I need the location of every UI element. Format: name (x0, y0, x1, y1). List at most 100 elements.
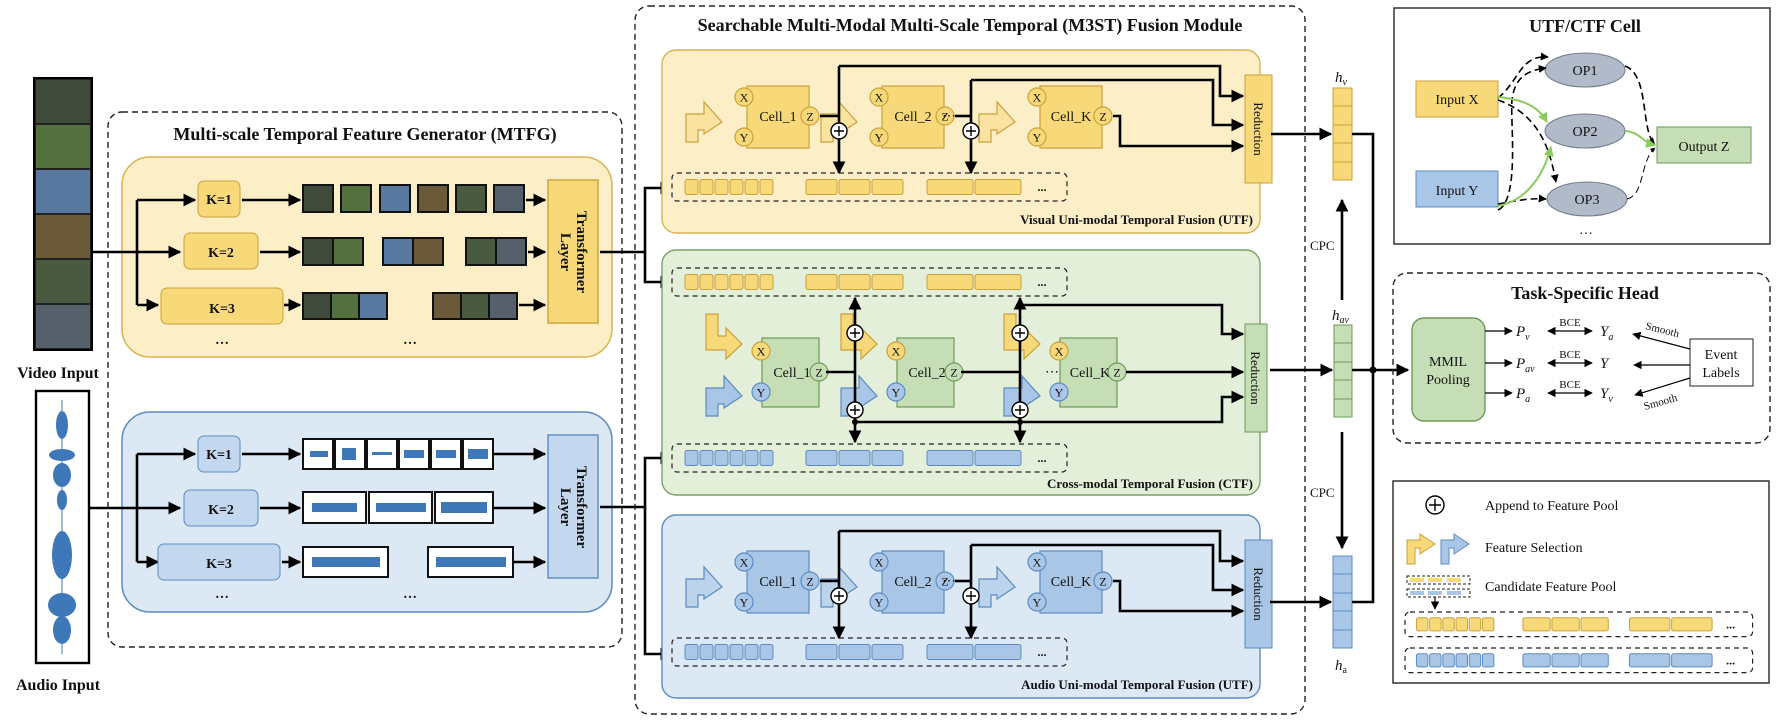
pool-feature (926, 450, 974, 466)
pool-feature (974, 274, 1022, 290)
svg-text:…: … (403, 333, 417, 348)
reduction-box (1244, 74, 1273, 184)
svg-text:Z: Z (950, 366, 957, 380)
cell-label: Cell_1 (773, 366, 810, 381)
svg-text:hv: hv (1335, 70, 1348, 88)
append-icon (962, 122, 980, 140)
svg-text:K=1: K=1 (206, 193, 232, 208)
port-z (1093, 571, 1113, 591)
pool-feature (838, 450, 871, 466)
pool-feature (926, 644, 974, 660)
svg-text:Y: Y (1055, 386, 1064, 400)
output-z-box (1656, 126, 1752, 164)
pool-feature (838, 644, 871, 660)
pool-feature (699, 179, 714, 195)
candidate-feature-pool: ... (671, 637, 1068, 667)
svg-text:Y: Y (892, 386, 901, 400)
port-y (734, 127, 754, 147)
svg-text:X: X (740, 91, 749, 105)
svg-text:Event: Event (1705, 348, 1738, 363)
svg-text:Y: Y (740, 131, 749, 145)
port-y (751, 382, 771, 402)
append-icon (1425, 495, 1445, 515)
legend-panel: Append to Feature Pool Feature Selection… (1392, 480, 1770, 684)
candidate-pool-icon (1406, 575, 1471, 610)
port-y (1027, 592, 1047, 612)
pool-feature (871, 450, 904, 466)
smooth-label-bottom: Smooth (1643, 392, 1680, 413)
feature-selection-icon (705, 374, 743, 417)
pool-ellipsis: ... (1038, 275, 1047, 289)
pool-feature (1580, 617, 1609, 632)
port-y (734, 592, 754, 612)
append-icon (846, 324, 864, 342)
pool-feature (1468, 653, 1482, 668)
pool-feature (699, 274, 714, 290)
video-frame (36, 215, 90, 258)
svg-text:Reduction: Reduction (1251, 567, 1266, 621)
pool-feature (1671, 617, 1713, 632)
pool-feature (838, 179, 871, 195)
svg-text:K=3: K=3 (209, 302, 235, 317)
svg-text:OP3: OP3 (1575, 193, 1600, 208)
feature-selection-icon (685, 100, 723, 143)
port-z (800, 571, 820, 591)
svg-text:Y: Y (875, 596, 884, 610)
svg-text:Reduction: Reduction (1251, 102, 1266, 156)
pool-feature (699, 644, 714, 660)
svg-text:X: X (757, 345, 766, 359)
port-z (1093, 106, 1113, 126)
svg-text:K=1: K=1 (206, 448, 232, 463)
candidate-feature-pool: ... (671, 172, 1068, 202)
task-head-panel: Task-Specific Head MMIL Pooling PvBCEYaP… (1392, 272, 1771, 444)
svg-text:OP1: OP1 (1573, 64, 1598, 79)
cpc-label-top: CPC (1310, 238, 1335, 253)
svg-text:K=2: K=2 (208, 503, 234, 518)
svg-text:…: … (403, 587, 417, 602)
pool-feature (974, 450, 1022, 466)
pool-feature (1468, 617, 1482, 632)
svg-text:MMIL: MMIL (1429, 355, 1467, 370)
port-y (886, 382, 906, 402)
fusion-cell (1039, 550, 1103, 614)
pool-feature (714, 450, 729, 466)
audio-input (34, 389, 91, 665)
pool-feature (714, 644, 729, 660)
panel-caption: Audio Uni-modal Temporal Fusion (UTF) (1021, 677, 1253, 692)
fusion-cell (746, 550, 810, 614)
pool-feature (714, 179, 729, 195)
svg-text:X: X (892, 345, 901, 359)
svg-text:Pooling: Pooling (1426, 373, 1470, 388)
cell-label: Cell_K (1070, 366, 1110, 381)
feature-selection-icon (978, 565, 1016, 608)
pool-feature (729, 644, 744, 660)
cell-label: Cell_K (1051, 110, 1091, 125)
svg-text:Z: Z (1113, 366, 1120, 380)
svg-text:…: … (215, 333, 229, 348)
frame-segments-k3 (302, 292, 518, 320)
pool-feature (1551, 653, 1580, 668)
mtfg-title: Multi-scale Temporal Feature Generator (… (173, 124, 556, 145)
m3st-title: Searchable Multi-Modal Multi-Scale Tempo… (698, 15, 1243, 36)
video-input-label: Video Input (17, 365, 99, 382)
video-input (33, 77, 93, 351)
feature-selection-icon (978, 100, 1016, 143)
svg-text:Z: Z (806, 575, 813, 589)
scale-box-k2 (183, 232, 259, 270)
svg-text:Y: Y (1033, 596, 1042, 610)
port-x (869, 87, 889, 107)
cell-label: Cell_2 (908, 366, 945, 381)
port-x (886, 341, 906, 361)
svg-text:X: X (1033, 556, 1042, 570)
pool-feature (744, 179, 759, 195)
pool-ellipsis: ... (1726, 617, 1735, 631)
legend-pool-audio: ... (1404, 647, 1754, 674)
svg-text:Y: Y (1033, 131, 1042, 145)
pool-feature (744, 274, 759, 290)
append-icon (1011, 401, 1029, 419)
pool-feature (1442, 617, 1455, 632)
pool-feature (684, 274, 699, 290)
pool-feature (714, 274, 729, 290)
mtfg-container (107, 111, 623, 648)
